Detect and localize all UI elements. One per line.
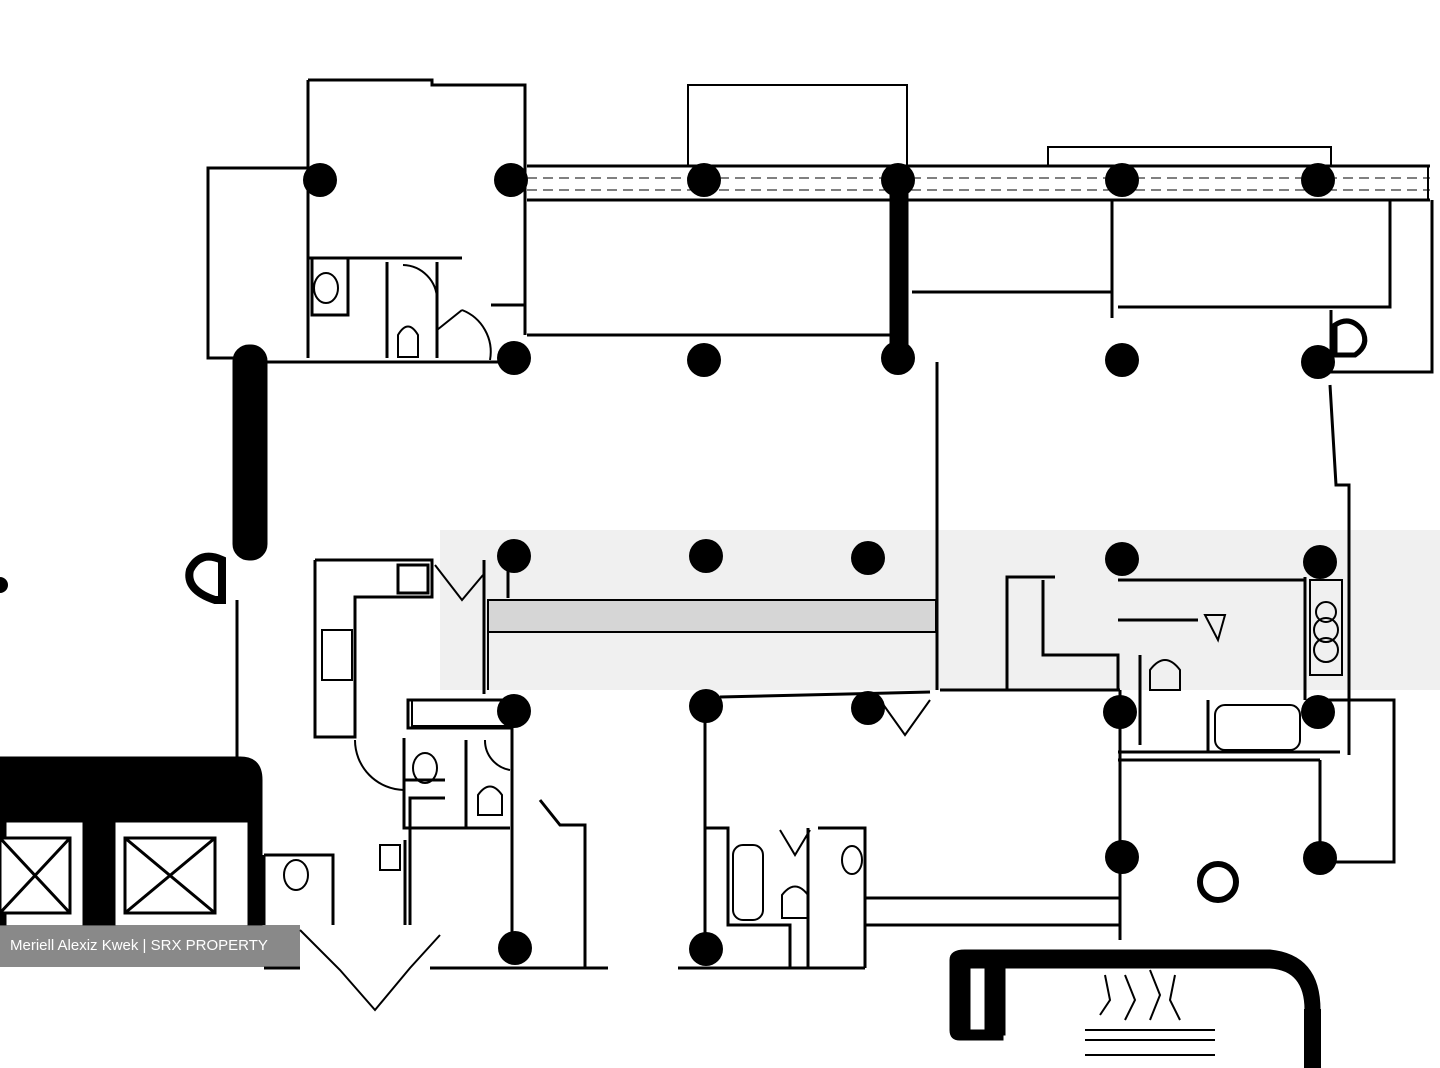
- walls: [206, 78, 1434, 970]
- column: [1303, 545, 1337, 579]
- column: [687, 163, 721, 197]
- column: [303, 163, 337, 197]
- column: [1105, 840, 1139, 874]
- staircase: [1085, 969, 1321, 1068]
- balcony-strip: [527, 84, 1430, 202]
- column: [881, 341, 915, 375]
- column: [1103, 695, 1137, 729]
- column: [1105, 163, 1139, 197]
- corridor-shading: [440, 530, 1440, 690]
- column: [494, 163, 528, 197]
- column: [689, 539, 723, 573]
- lift-icons: [0, 836, 217, 915]
- column: [689, 689, 723, 723]
- door-swings: [299, 264, 931, 1012]
- column: [1301, 163, 1335, 197]
- column: [1301, 695, 1335, 729]
- structural-columns: [0, 163, 1337, 966]
- column: [498, 931, 532, 965]
- column: [687, 343, 721, 377]
- column: [497, 539, 531, 573]
- column: [1105, 343, 1139, 377]
- thick-walls: [0, 177, 1321, 1041]
- fixtures: [185, 272, 1368, 921]
- column: [497, 694, 531, 728]
- watermark-label: Meriell Alexiz Kwek | SRX PROPERTY: [0, 925, 300, 967]
- column: [689, 932, 723, 966]
- column: [1303, 841, 1337, 875]
- column: [0, 577, 8, 593]
- column: [851, 541, 885, 575]
- column: [497, 341, 531, 375]
- column: [851, 691, 885, 725]
- column: [881, 163, 915, 197]
- column: [1105, 542, 1139, 576]
- column: [1301, 345, 1335, 379]
